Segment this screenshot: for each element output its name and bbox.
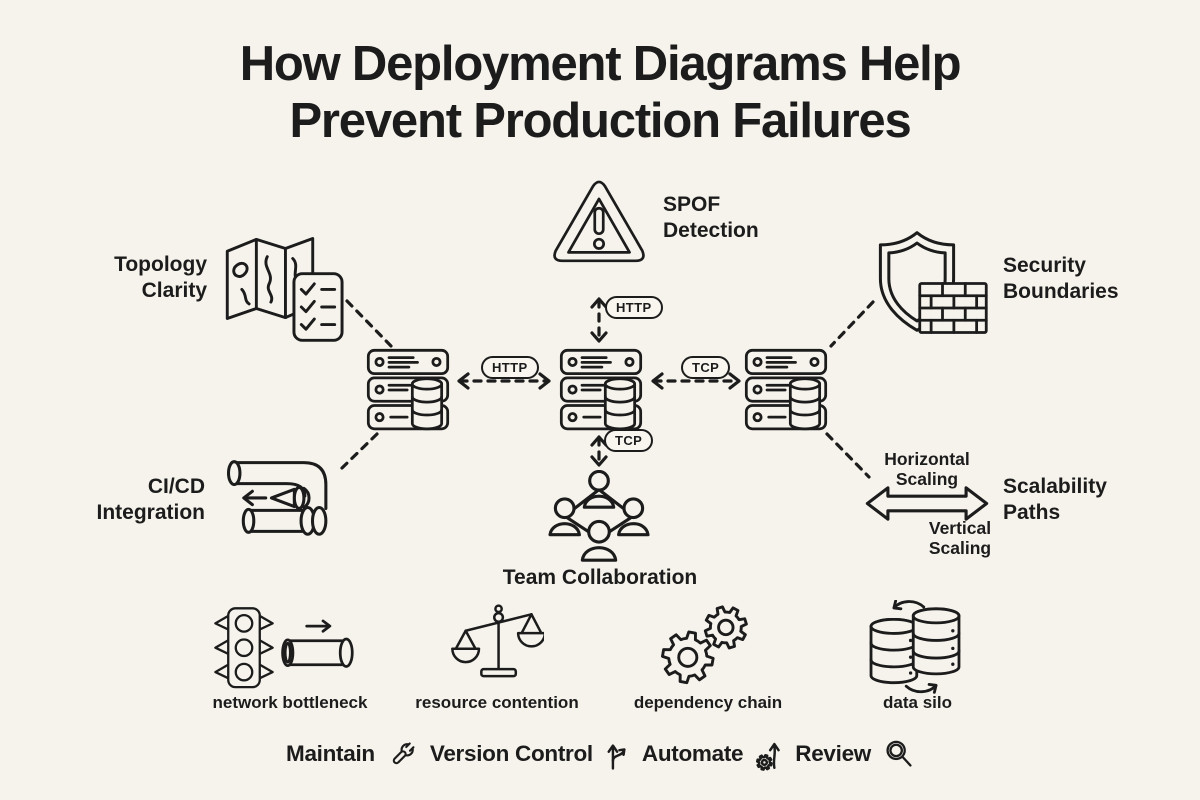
- spof-label: SPOF Detection: [663, 193, 759, 243]
- gears-icon: [661, 605, 748, 685]
- pipeline-icon: [226, 460, 328, 536]
- double-headed-arrow-icon: [865, 486, 989, 521]
- traffic-light-icon: [214, 607, 274, 689]
- shield-icon: [878, 231, 956, 332]
- title-line-2: Prevent Production Failures: [289, 93, 911, 148]
- checklist-icon: [292, 272, 344, 342]
- dashed-link-security: [829, 300, 875, 348]
- warning-triangle-icon: [553, 180, 645, 263]
- problem-label: resource contention: [415, 693, 579, 712]
- scales-icon: [451, 604, 544, 678]
- problem-label: dependency chain: [633, 693, 783, 712]
- action-label-review: Review: [795, 741, 871, 766]
- tcp-pill-bottom: TCP: [604, 429, 654, 452]
- http-pill-top: HTTP: [605, 296, 663, 319]
- topology-label: Topology Clarity: [114, 253, 207, 303]
- wrench-icon: [392, 741, 415, 764]
- horizontal-scaling-label: Horizontal Scaling: [884, 449, 970, 490]
- gear-up-arrow-icon: [756, 742, 781, 771]
- page-title: How Deployment Diagrams Help Prevent Pro…: [0, 36, 1200, 150]
- magnifier-icon: [886, 740, 912, 767]
- action-label-maintain: Maintain: [286, 741, 375, 766]
- team-people-icon: [548, 470, 650, 562]
- security-label: Security Boundaries: [1003, 254, 1119, 304]
- dashed-link-topology: [345, 299, 393, 348]
- red-light: [234, 613, 254, 633]
- branch-arrow-icon: [607, 744, 626, 770]
- problem-label: data silo: [883, 693, 952, 712]
- database-sync-icon: [869, 600, 961, 694]
- action-row: Maintain Version Control Automate Review: [0, 737, 1200, 771]
- action-label-automate: Automate: [641, 741, 744, 766]
- dashed-link-cicd: [340, 432, 379, 470]
- green-light: [234, 662, 254, 682]
- brick-wall-icon: [918, 282, 988, 334]
- vertical-scaling-label: Vertical Scaling: [928, 518, 992, 559]
- tcp-pill-right: TCP: [681, 356, 731, 379]
- server-stack-icon: [366, 348, 450, 431]
- http-pill-left: HTTP: [481, 356, 539, 379]
- title-line-1: How Deployment Diagrams Help: [239, 37, 962, 91]
- problem-label: network bottleneck: [212, 693, 368, 712]
- server-stack-icon: [559, 348, 643, 431]
- team-label: Team Collaboration: [502, 566, 698, 589]
- action-label-version-control: Version Control: [429, 741, 593, 766]
- pipe-icon: [281, 619, 354, 668]
- map-icon: [225, 237, 315, 320]
- dashed-link-scalability: [825, 432, 871, 479]
- server-stack-icon: [744, 348, 828, 431]
- scalability-label: Scalability Paths: [1003, 475, 1107, 525]
- cicd-label: CI/CD Integration: [96, 475, 206, 525]
- yellow-light: [234, 638, 254, 658]
